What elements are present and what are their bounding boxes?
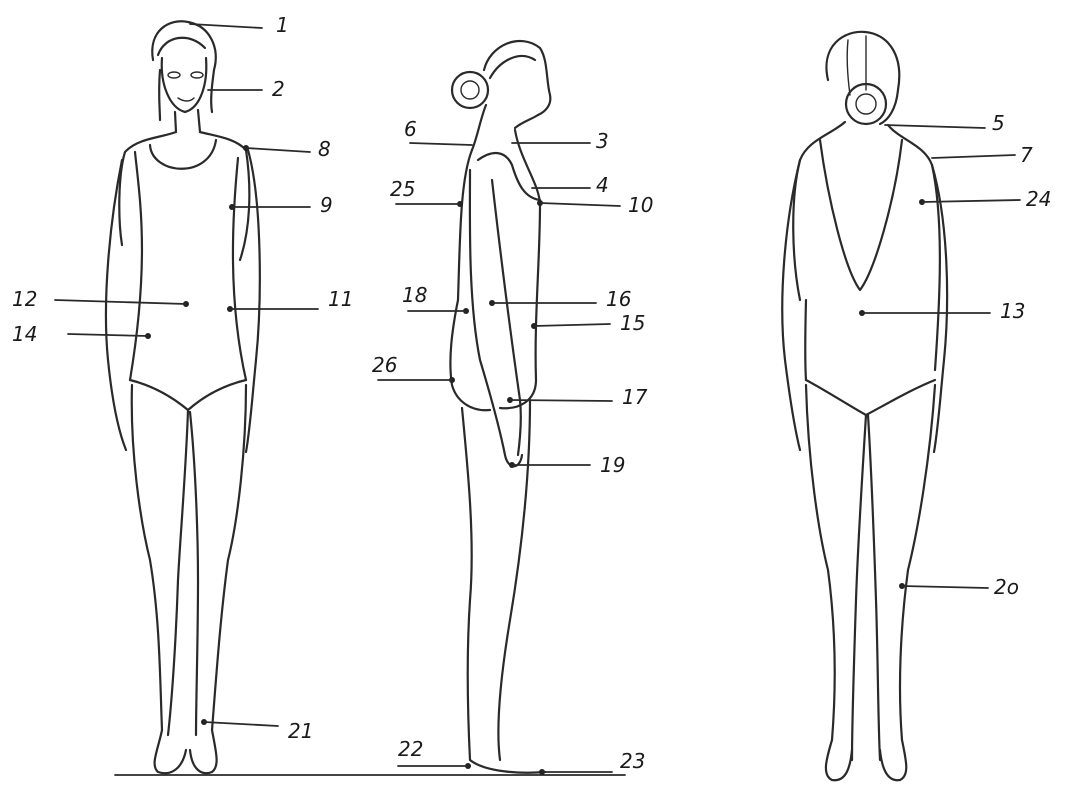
leader-15	[534, 324, 610, 326]
label-21: 21	[288, 719, 313, 743]
label-25: 25	[390, 177, 415, 201]
label-26: 26	[372, 353, 397, 377]
label-13: 13	[1000, 299, 1025, 323]
label-10: 10	[628, 193, 653, 217]
label-22: 22	[398, 737, 423, 761]
label-8: 8	[318, 137, 331, 161]
leader-17	[510, 400, 612, 401]
leader-21	[204, 722, 278, 726]
label-4: 4	[596, 173, 609, 197]
label-6: 6	[404, 117, 417, 141]
label-15: 15	[620, 311, 645, 335]
label-7: 7	[1020, 143, 1033, 167]
label-11: 11	[328, 287, 353, 311]
label-3: 3	[596, 129, 609, 153]
leader-5	[885, 125, 985, 128]
label-24: 24	[1026, 187, 1051, 211]
leader-7	[932, 155, 1015, 158]
side-figure	[450, 41, 550, 773]
leader-8	[246, 148, 310, 152]
leader-12	[55, 300, 186, 304]
label-20: 2o	[994, 575, 1019, 599]
label-18: 18	[402, 283, 427, 307]
leader-6	[410, 143, 472, 145]
label-23: 23	[620, 749, 645, 773]
label-12: 12	[12, 287, 37, 311]
label-5: 5	[992, 111, 1005, 135]
label-14: 14	[12, 322, 37, 346]
leader-20	[902, 586, 988, 588]
label-16: 16	[606, 287, 631, 311]
label-17: 17	[622, 385, 648, 409]
label-19: 19	[600, 453, 625, 477]
leader-10	[540, 203, 620, 206]
label-9: 9	[320, 193, 333, 217]
front-figure	[106, 21, 260, 773]
label-2: 2	[272, 77, 285, 101]
back-figure	[782, 32, 947, 780]
label-1: 1	[276, 13, 289, 37]
